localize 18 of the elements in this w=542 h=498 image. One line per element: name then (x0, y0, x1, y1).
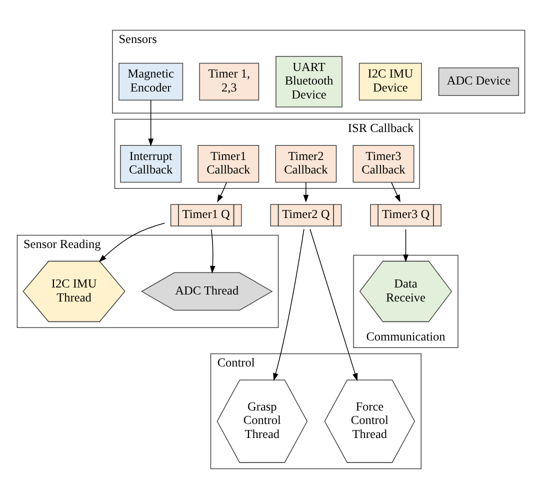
node-box: Interrupt Callback (120, 144, 182, 182)
node-box: Timer1 Callback (198, 144, 260, 182)
node-box: ADC Device (438, 66, 520, 96)
arrow (403, 228, 408, 262)
node-box: Timer 1, 2,3 (199, 62, 260, 100)
arrow (310, 228, 358, 381)
arrow (303, 181, 309, 202)
arrow (210, 228, 216, 274)
arrow (273, 228, 304, 380)
node-box: I2C IMU Device (358, 62, 422, 100)
arrow (391, 181, 400, 202)
node-box: Timer3 Callback (352, 144, 414, 182)
arrow (148, 99, 154, 146)
node-box: UART Bluetooth Device (276, 55, 342, 107)
node-box: Magnetic Encoder (118, 62, 184, 100)
arrow (98, 222, 165, 262)
node-box: Timer2 Callback (275, 144, 337, 182)
arrow (217, 181, 227, 202)
